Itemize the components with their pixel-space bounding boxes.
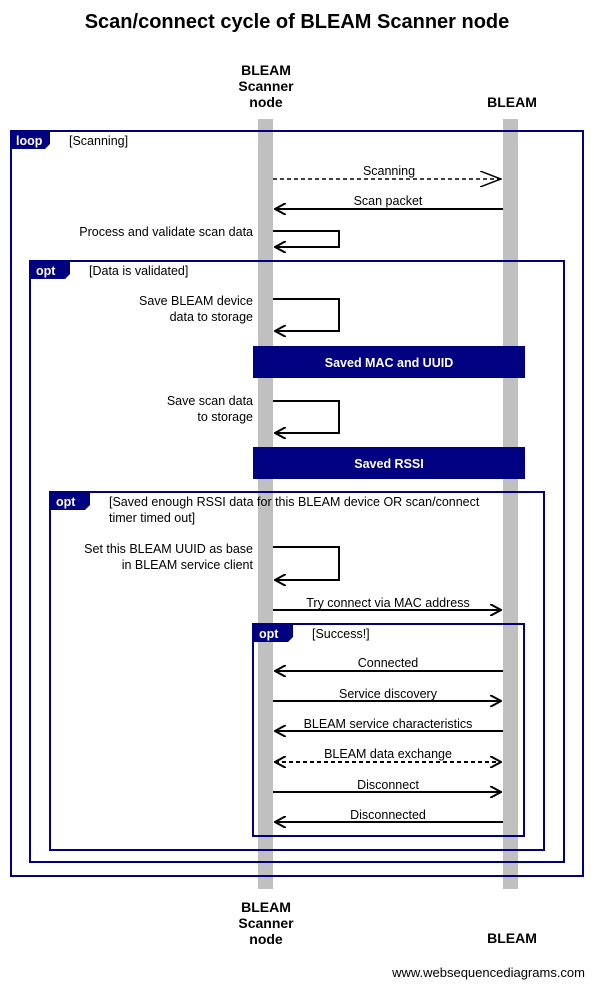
message-scan-packet: Scan packet <box>275 194 503 209</box>
bleam-lifeline <box>503 119 518 889</box>
message-label: BLEAM data exchange <box>324 747 452 761</box>
actor-label-line: node <box>249 94 283 110</box>
frame-condition: [Data is validated] <box>89 264 188 278</box>
actor-scanner-top: BLEAM Scanner node <box>238 62 294 110</box>
message-scanning: Scanning <box>273 164 501 179</box>
actor-label-line: node <box>249 931 283 947</box>
diagram-title: Scan/connect cycle of BLEAM Scanner node <box>85 11 510 33</box>
message-label: in BLEAM service client <box>122 558 254 572</box>
note-text: Saved RSSI <box>354 457 423 471</box>
frame-type-label: loop <box>16 134 43 148</box>
actor-label-line: BLEAM <box>487 930 537 946</box>
message-label: Disconnected <box>350 808 426 822</box>
message-try-connect: Try connect via MAC address <box>273 596 501 610</box>
message-label: Save BLEAM device <box>139 294 253 308</box>
frame-loop-scanning: loop [Scanning] <box>10 130 584 877</box>
actor-bleam-top: BLEAM <box>487 94 537 110</box>
actor-label-line: BLEAM <box>241 899 291 915</box>
message-label: Service discovery <box>339 687 438 701</box>
message-characteristics: BLEAM service characteristics <box>275 717 503 731</box>
actor-label-line: Scanner <box>238 915 294 931</box>
note-saved-rssi: Saved RSSI <box>253 447 525 479</box>
frame-condition: timer timed out] <box>109 511 195 525</box>
message-service-discovery: Service discovery <box>273 687 501 701</box>
actor-label-line: BLEAM <box>241 62 291 78</box>
self-message-save-device: Save BLEAM device data to storage <box>139 294 340 331</box>
self-message-process: Process and validate scan data <box>79 225 340 247</box>
actor-label-line: Scanner <box>238 78 294 94</box>
message-connected: Connected <box>275 656 503 671</box>
actor-label-line: BLEAM <box>487 94 537 110</box>
message-label: Try connect via MAC address <box>306 596 469 610</box>
message-label: Process and validate scan data <box>79 225 253 239</box>
frame-opt-success: opt [Success!] <box>252 623 525 837</box>
frame-type-label: opt <box>259 627 279 641</box>
frame-opt-enough-rssi: opt [Saved enough RSSI data for this BLE… <box>49 491 545 851</box>
frame-condition: [Success!] <box>312 627 370 641</box>
message-label: Set this BLEAM UUID as base <box>84 542 253 556</box>
actor-scanner-bottom: BLEAM Scanner node <box>238 899 294 947</box>
self-message-save-scan: Save scan data to storage <box>167 394 340 433</box>
frame-type-label: opt <box>36 264 56 278</box>
note-text: Saved MAC and UUID <box>325 356 454 370</box>
message-disconnect: Disconnect <box>273 778 501 792</box>
frame-condition: [Saved enough RSSI data for this BLEAM d… <box>109 495 480 509</box>
scanner-lifeline <box>258 119 273 889</box>
message-label: data to storage <box>170 310 253 324</box>
frame-type-label: opt <box>56 495 76 509</box>
message-label: to storage <box>197 410 253 424</box>
footer-credit: www.websequencediagrams.com <box>391 965 585 980</box>
message-data-exchange: BLEAM data exchange <box>275 747 501 762</box>
message-label: BLEAM service characteristics <box>304 717 473 731</box>
frame-condition: [Scanning] <box>69 134 128 148</box>
frame-opt-validated: opt [Data is validated] <box>29 260 565 863</box>
message-label: Save scan data <box>167 394 253 408</box>
message-disconnected: Disconnected <box>275 808 503 822</box>
message-label: Scanning <box>363 164 415 178</box>
self-message-set-uuid: Set this BLEAM UUID as base in BLEAM ser… <box>84 542 340 580</box>
message-label: Disconnect <box>357 778 419 792</box>
message-label: Scan packet <box>354 194 423 208</box>
note-saved-mac: Saved MAC and UUID <box>253 346 525 378</box>
actor-bleam-bottom: BLEAM <box>487 930 537 946</box>
message-label: Connected <box>358 656 419 670</box>
